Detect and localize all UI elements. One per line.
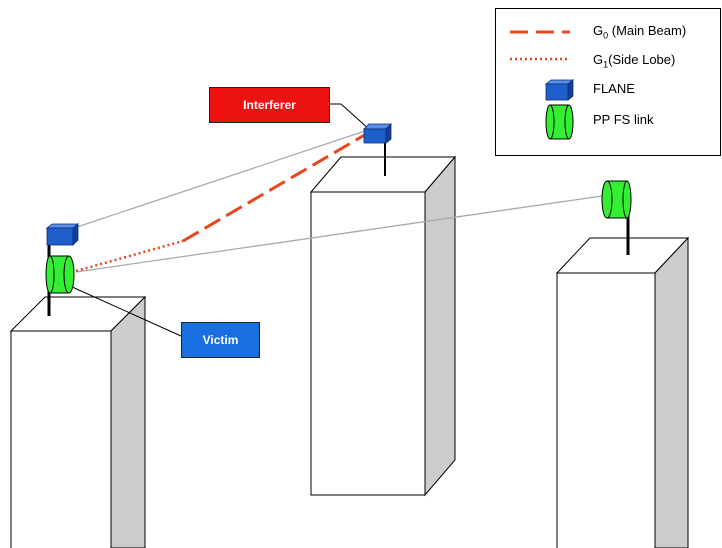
interferer-callout-line: [330, 103, 371, 131]
side-lobe-swatch: [510, 57, 570, 61]
fs-dish-right-icon: [601, 180, 632, 219]
main-beam-line: [182, 131, 369, 243]
flane-link-line: [73, 129, 369, 229]
fs-link-line: [75, 195, 603, 273]
legend-row-flane: FLANE: [496, 78, 720, 102]
side-lobe-line: [75, 239, 184, 273]
fs-dish-victim-icon: [45, 255, 75, 294]
victim-tag: Victim: [181, 322, 260, 358]
legend-row-main-beam: G0 (Main Beam): [496, 20, 720, 44]
building-left: [9, 295, 147, 548]
pp-fs-link-legend-icon: [545, 104, 574, 140]
legend-label-side-lobe: G1(Side Lobe): [593, 52, 676, 70]
flane-cube-interferer-icon: [363, 123, 392, 144]
flane-legend-icon: [544, 79, 575, 101]
building-right: [555, 236, 690, 548]
legend-label-pp-fs-link: PP FS link: [593, 112, 654, 127]
legend-row-pp-fs-link: PP FS link: [496, 104, 720, 140]
victim-tag-label: Victim: [202, 333, 239, 347]
interferer-tag: Interferer: [209, 87, 330, 123]
legend: G0 (Main Beam) G1(Side Lobe) FLANE PP FS…: [495, 8, 721, 156]
legend-label-main-beam: G0 (Main Beam): [593, 23, 687, 41]
building-center: [309, 155, 457, 497]
interferer-tag-label: Interferer: [243, 98, 296, 112]
legend-label-flane: FLANE: [593, 81, 635, 96]
flane-cube-left-icon: [45, 223, 80, 246]
main-beam-swatch: [510, 30, 570, 34]
legend-row-side-lobe: G1(Side Lobe): [496, 49, 720, 73]
victim-callout-line: [69, 285, 182, 337]
